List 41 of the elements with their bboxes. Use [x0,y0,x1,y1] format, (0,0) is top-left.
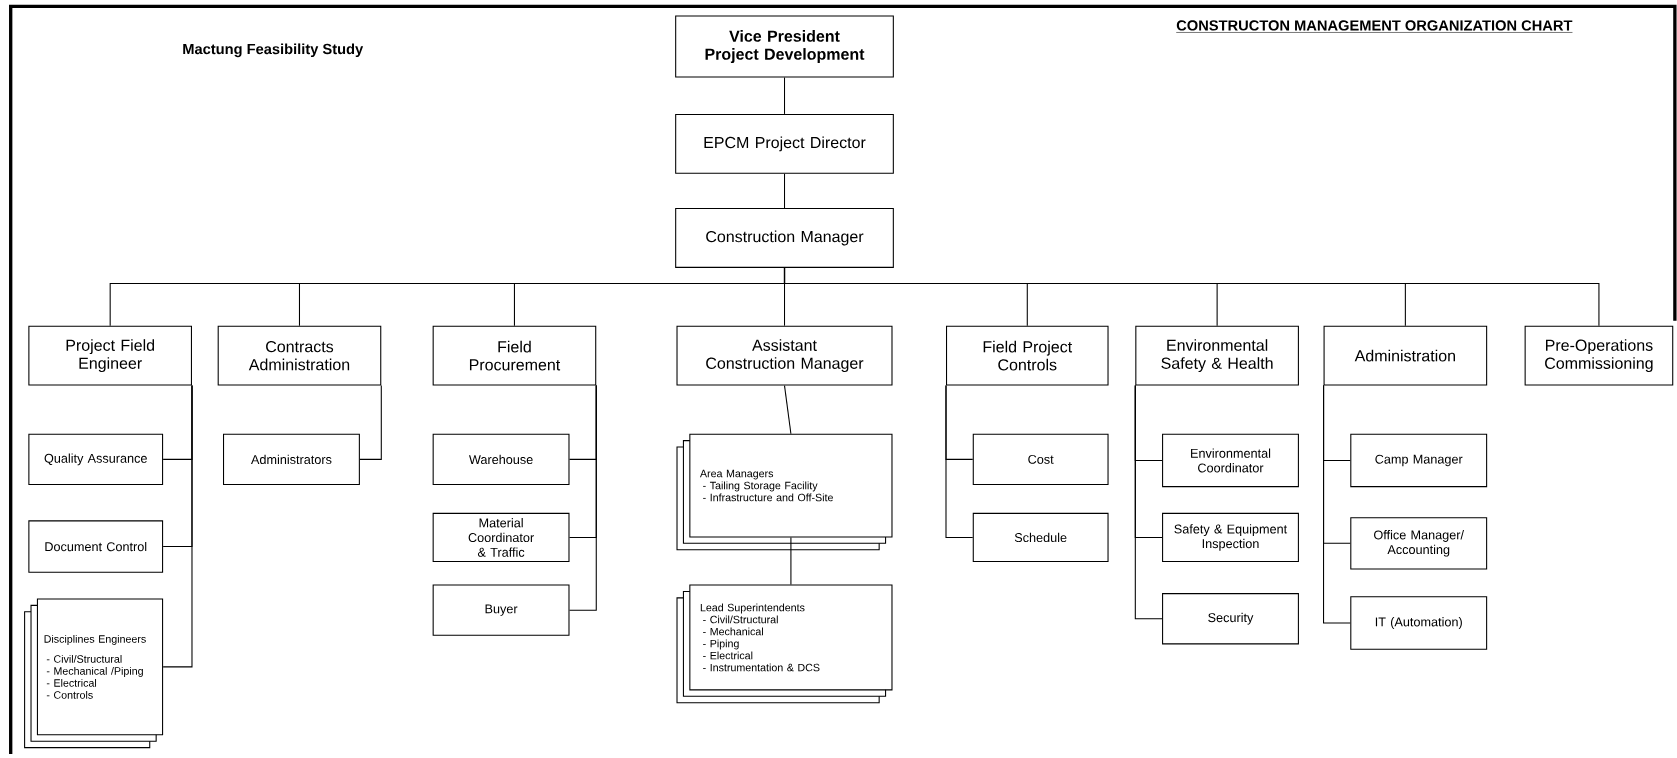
role-box: IT (Automation) [1350,596,1488,650]
connector-line [1134,384,1163,620]
stacked-box: Lead Superintendents - Civil/Structural - Mechanical - Piping - Electrical - Instrumentation & DCS [676,584,893,704]
role-box: Project Field Engineer [28,325,192,386]
chart-title: CONSTRUCTON MANAGEMENT ORGANIZATION CHART [1175,20,1573,33]
connector-line [783,384,792,435]
role-box: Pre-Operations Commissioning [1524,325,1674,386]
role-box: Environmental Safety & Health [1135,325,1299,386]
connector-line [359,384,382,460]
role-box: Field Procurement [432,325,597,386]
role-box: Office Manager/ Accounting [1350,517,1488,570]
connector-line [569,384,597,611]
role-box: Vice President Project Development [675,15,894,78]
role-box: Quality Assurance [28,433,164,485]
role-box: Construction Manager [675,207,894,268]
role-box: Field Project Controls [946,325,1109,386]
connector-line [783,173,786,209]
role-box: Assistant Construction Manager [676,325,893,386]
stacked-box: Area Managers - Tailing Storage Facility - Infrastructure and Off-Site [676,433,893,551]
subtitle: Mactung Feasibility Study [183,43,364,57]
role-box: Document Control [28,520,164,573]
role-box: Cost [972,433,1109,485]
role-box: EPCM Project Director [675,113,894,174]
connector-line [790,536,792,585]
role-box: Administrators [223,433,360,485]
role-box: Security [1162,592,1299,645]
connector-line [945,384,974,538]
role-box: Buyer [432,584,570,636]
connector-line [783,76,786,115]
role-box: Environmental Coordinator [1162,433,1299,488]
role-box: Schedule [972,512,1109,562]
connector-line [162,384,193,668]
stacked-box: Disciplines Engineers - Civil/Structural - Mechanical /Piping - Electrical - Controls [24,598,164,748]
connector-line [783,267,1600,327]
connector-line [1323,384,1351,624]
role-box: Contracts Administration [217,325,382,386]
role-box: Safety & Equipment Inspection [1162,512,1299,562]
role-box: Material Coordinator & Traffic [432,512,570,562]
role-box: Warehouse [432,433,570,485]
role-box: Administration [1323,325,1488,386]
role-box: Camp Manager [1350,433,1488,488]
